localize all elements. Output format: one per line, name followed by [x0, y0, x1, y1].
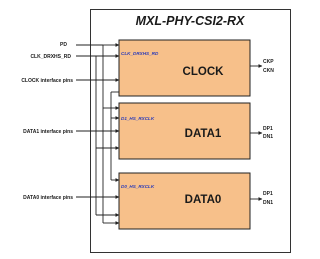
- data0-block-box: [118, 172, 251, 230]
- clock-title: CLOCK: [183, 66, 225, 78]
- clock-block: CLK_DRXHS_RD CLOCK: [118, 39, 251, 97]
- clock-block-box: [118, 39, 251, 97]
- data1-sub-label: D1_HS_RXCLK: [121, 116, 155, 121]
- data1-block: D1_HS_RXCLK DATA1: [118, 102, 251, 160]
- ckn-pin-label: CKN: [263, 68, 274, 74]
- data0-dp-pin-label: DP1: [263, 191, 273, 197]
- data0-sub-label: D0_HS_RXCLK: [121, 184, 155, 189]
- data1-block-box: [118, 102, 251, 160]
- data0-block: D0_HS_RXCLK DATA0: [118, 172, 251, 230]
- csi2-rx-block-diagram: MXL-PHY-CSI2-RX CLK_DRXHS_RD CLOCK D1_HS…: [21, 9, 291, 253]
- data1-dn-pin-label: DN1: [263, 134, 273, 140]
- data1-title: DATA1: [185, 128, 222, 140]
- right-side-pin-wires: [250, 63, 263, 202]
- pd-pin-label: PD: [60, 42, 67, 48]
- hs-rxclk-distribution: [95, 56, 120, 218]
- data1-dp-pin-label: DP1: [263, 126, 273, 132]
- data0-title: DATA0: [185, 194, 222, 206]
- data0-interface-pins-label: DATA0 interface pins: [23, 195, 73, 201]
- module-title: MXL-PHY-CSI2-RX: [136, 14, 245, 28]
- pd-signal-wires: [76, 42, 120, 226]
- data0-dn-pin-label: DN1: [263, 200, 273, 206]
- clock-sub-label: CLK_DRXHS_RD: [121, 51, 159, 56]
- clk-drxhs-rd-pin-label: CLK_DRXHS_RD: [30, 54, 71, 60]
- ckp-pin-label: CKP: [263, 59, 274, 65]
- data1-interface-pins-label: DATA1 interface pins: [23, 129, 73, 135]
- clock-interface-pins-label: CLOCK interface pins: [21, 78, 73, 84]
